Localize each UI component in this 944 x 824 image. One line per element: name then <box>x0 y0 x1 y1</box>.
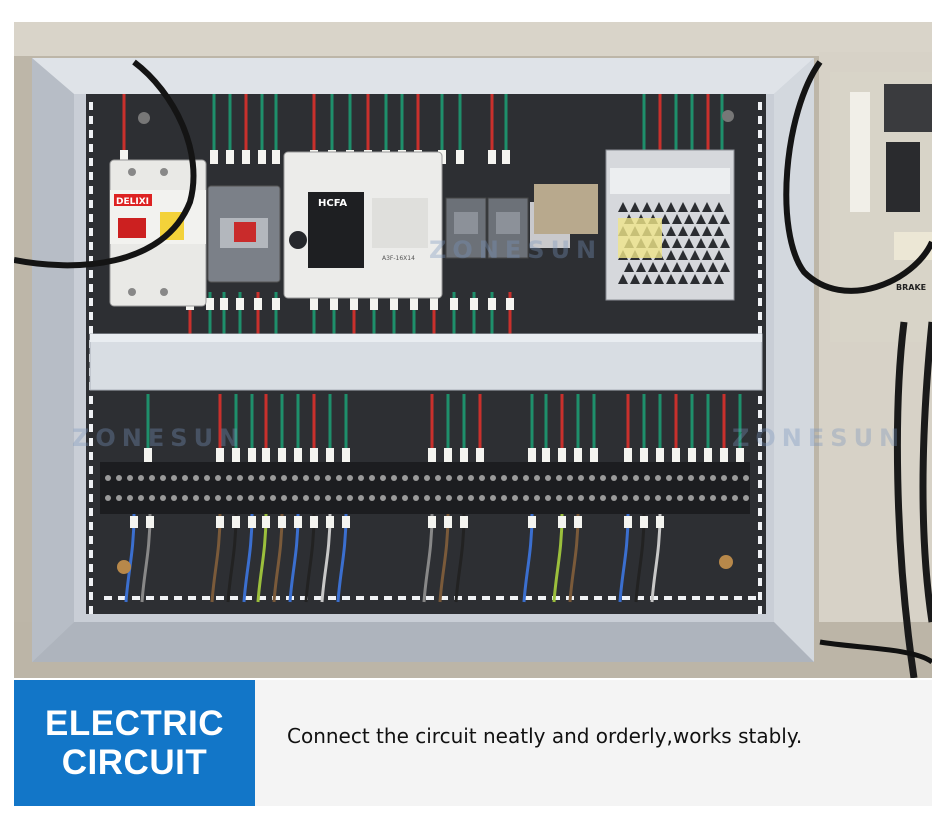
black-cable-right <box>783 60 932 294</box>
badge-line-2: CIRCUIT <box>61 743 208 782</box>
caption-banner: ELECTRIC CIRCUIT Connect the circuit nea… <box>14 680 932 806</box>
servo-drive: BRAKE <box>830 72 932 342</box>
ground-lug-right <box>719 555 733 569</box>
breaker-brand: DELIXI <box>116 197 149 207</box>
ground-lug-left <box>117 560 131 574</box>
cabinet-illustration: DELIXI HCFA A3F-16X14 <box>14 22 932 678</box>
terminal-block-rail <box>100 462 750 514</box>
electric-cabinet-photo: DELIXI HCFA A3F-16X14 <box>14 22 932 678</box>
caption-text: Connect the circuit neatly and orderly,w… <box>287 724 803 748</box>
power-supply <box>605 149 735 301</box>
watermark-left: ZONESUN <box>72 424 246 452</box>
watermark-right: ZONESUN <box>732 424 906 452</box>
contactor <box>207 185 281 283</box>
section-badge: ELECTRIC CIRCUIT <box>14 680 255 806</box>
wiring-duct <box>89 333 763 391</box>
black-cable-drop <box>893 321 918 678</box>
plc-controller: HCFA A3F-16X14 <box>283 151 443 299</box>
badge-title: ELECTRIC CIRCUIT <box>45 704 224 782</box>
circuit-breaker: DELIXI <box>109 159 207 307</box>
din-rail <box>534 184 598 234</box>
plc-brand: HCFA <box>318 198 347 209</box>
watermark-center: ZONESUN <box>429 236 603 264</box>
plc-model: A3F-16X14 <box>382 255 415 262</box>
badge-line-1: ELECTRIC <box>45 704 224 743</box>
black-cable-left <box>14 59 197 269</box>
drive-label: BRAKE <box>896 283 926 292</box>
